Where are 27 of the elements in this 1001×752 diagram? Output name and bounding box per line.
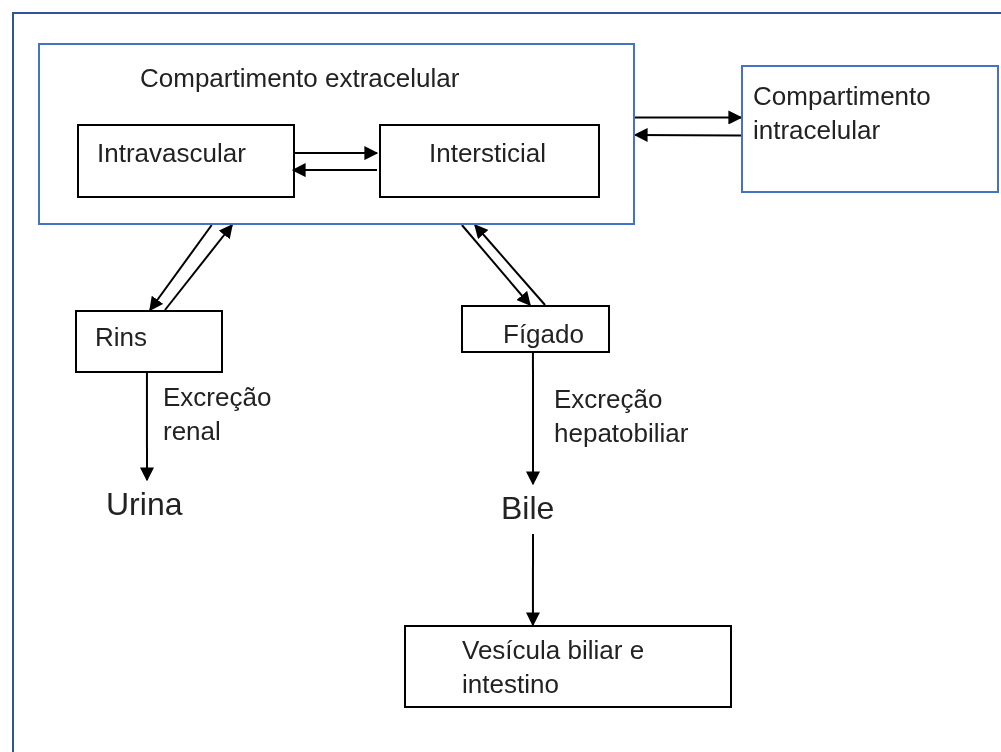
node-text: Intravascular: [97, 137, 247, 170]
arrow: [474, 223, 547, 306]
process-box: [75, 310, 223, 373]
arrow: [292, 146, 379, 161]
arrow: [460, 224, 531, 307]
arrow: [526, 352, 540, 486]
arrow: [525, 533, 540, 627]
node-text: Rins: [95, 321, 148, 354]
arrow: [633, 127, 742, 142]
arrow: [634, 110, 743, 125]
arrow: [140, 372, 154, 482]
compartment-box: [741, 65, 999, 193]
node-text: Vesícula biliar e intestino: [462, 634, 646, 701]
process-box: [461, 305, 610, 353]
compartment-box: [38, 43, 635, 225]
process-box: [379, 124, 600, 198]
process-box: [77, 124, 295, 198]
node-text: Bile: [501, 489, 556, 528]
arrow: [291, 163, 378, 178]
node-text: Fígado: [503, 318, 585, 351]
process-box: [404, 625, 732, 708]
node-text: Urina: [106, 485, 184, 524]
node-text: Compartimento intracelular: [753, 80, 932, 147]
arrow: [149, 224, 213, 312]
node-text: Intersticial: [429, 137, 548, 170]
node-text: Compartimento extracelular: [140, 62, 461, 95]
arrow: [164, 223, 234, 311]
